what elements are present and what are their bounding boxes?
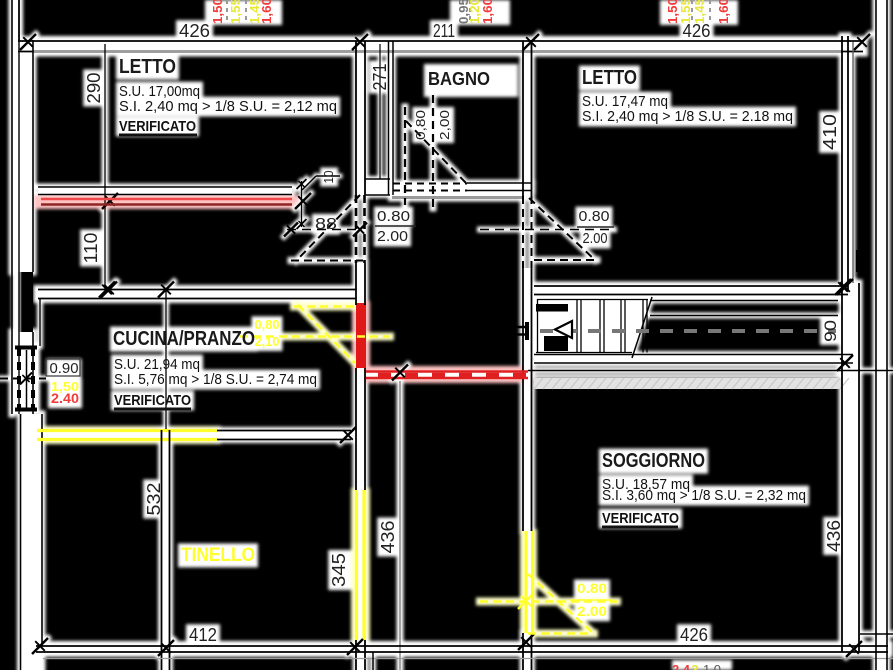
svg-text:VERIFICATO: VERIFICATO	[119, 118, 196, 135]
svg-text:S.U. 17,00mq: S.U. 17,00mq	[119, 83, 200, 100]
svg-text:436: 436	[378, 521, 398, 554]
svg-text:426: 426	[179, 21, 210, 41]
svg-text:1,20: 1,20	[467, 0, 482, 24]
svg-text:0.80: 0.80	[579, 208, 610, 225]
svg-text:88: 88	[315, 216, 337, 233]
svg-text:1,60: 1,60	[716, 0, 731, 24]
svg-text:S.U. 18,57 mq: S.U. 18,57 mq	[602, 476, 690, 493]
svg-text:90: 90	[821, 320, 840, 342]
svg-text:0,80: 0,80	[413, 110, 428, 140]
svg-text:0,95: 0,95	[456, 0, 471, 24]
svg-text:271: 271	[370, 64, 390, 91]
svg-text:S.U. 17,47 mq: S.U. 17,47 mq	[582, 93, 668, 110]
svg-text:532: 532	[144, 483, 164, 516]
svg-text:CUCINA/PRANZO: CUCINA/PRANZO	[113, 328, 255, 350]
svg-text:0,80: 0,80	[255, 317, 280, 332]
svg-text:2.00: 2.00	[577, 603, 607, 619]
svg-text:0.80: 0.80	[377, 208, 410, 225]
svg-text:1,0: 1,0	[703, 662, 721, 670]
svg-text:SOGGIORNO: SOGGIORNO	[602, 450, 705, 472]
svg-text:1,55: 1,55	[228, 0, 243, 24]
svg-text:410: 410	[820, 114, 840, 150]
svg-text:0.90: 0.90	[50, 360, 79, 377]
svg-text:426: 426	[683, 21, 711, 41]
svg-text:LETTO: LETTO	[119, 56, 176, 78]
svg-text:10: 10	[321, 171, 336, 184]
svg-text:1,45: 1,45	[692, 0, 707, 24]
svg-text:2.00: 2.00	[377, 228, 408, 245]
svg-text:1,60: 1,60	[259, 0, 274, 24]
svg-text:S.I. 3,60 mq > 1/8 S.U. = 2,32: S.I. 3,60 mq > 1/8 S.U. = 2,32 mq	[602, 487, 806, 504]
svg-text:0.80: 0.80	[577, 580, 607, 596]
svg-text:TINELLO: TINELLO	[181, 545, 255, 566]
svg-text:2,10: 2,10	[255, 334, 280, 349]
svg-text:1,50: 1,50	[665, 0, 680, 24]
svg-text:436: 436	[824, 520, 844, 552]
svg-text:3: 3	[691, 662, 698, 670]
svg-text:1,55: 1,55	[678, 0, 693, 24]
svg-text:290: 290	[84, 73, 104, 104]
svg-text:1,50: 1,50	[51, 379, 79, 394]
svg-text:1,45: 1,45	[247, 0, 262, 24]
svg-text:LETTO: LETTO	[582, 67, 637, 89]
svg-text:VERIFICATO: VERIFICATO	[114, 392, 191, 409]
svg-text:412: 412	[189, 625, 217, 645]
svg-text:2,4: 2,4	[672, 662, 691, 670]
svg-text:2,00: 2,00	[437, 110, 452, 140]
svg-text:S.I. 5,76 mq > 1/8 S.U. = 2,74: S.I. 5,76 mq > 1/8 S.U. = 2,74 mq	[114, 371, 317, 388]
svg-text:2.40: 2.40	[51, 390, 79, 406]
svg-text:211: 211	[433, 21, 455, 41]
svg-text:S.U. 21,94 mq: S.U. 21,94 mq	[114, 356, 200, 373]
svg-text:2.00: 2.00	[583, 230, 608, 247]
svg-text:S.I. 2,40 mq > 1/8 S.U. = 2,12: S.I. 2,40 mq > 1/8 S.U. = 2,12 mq	[119, 98, 337, 115]
svg-text:VERIFICATO: VERIFICATO	[602, 510, 679, 527]
svg-text:1,60: 1,60	[480, 0, 495, 24]
svg-text:426: 426	[680, 625, 708, 645]
svg-text:1,50: 1,50	[210, 0, 225, 24]
svg-text:110: 110	[81, 233, 101, 264]
svg-text:BAGNO: BAGNO	[428, 69, 490, 89]
svg-text:S.I. 2,40 mq > 1/8 S.U. = 2.18: S.I. 2,40 mq > 1/8 S.U. = 2.18 mq	[582, 108, 793, 125]
svg-text:345: 345	[329, 553, 349, 587]
